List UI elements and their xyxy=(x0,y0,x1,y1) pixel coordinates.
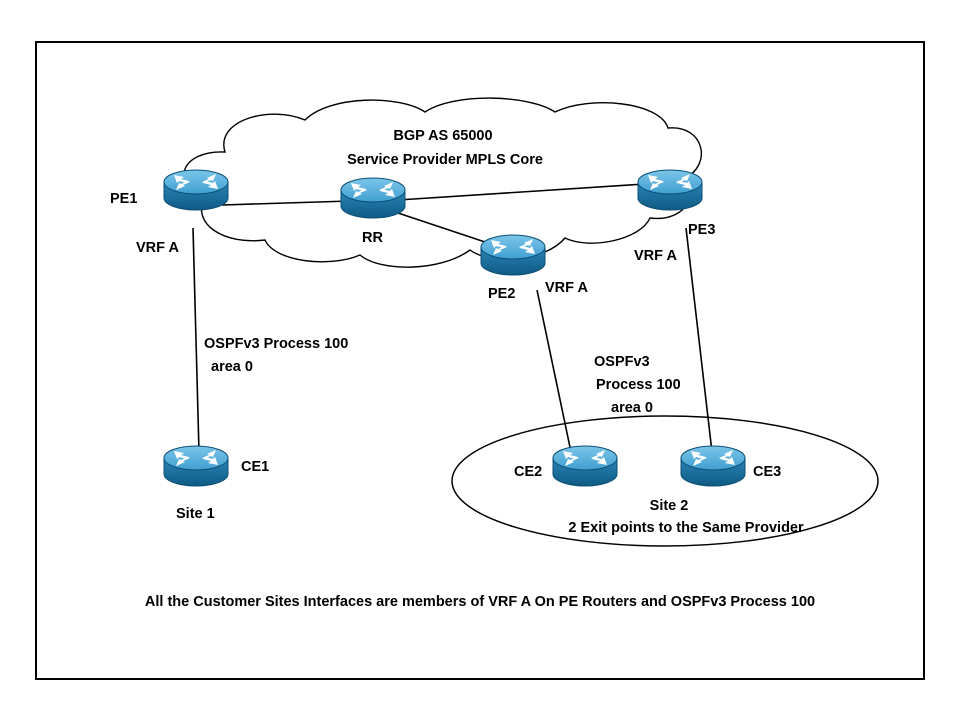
router-pe3[interactable] xyxy=(637,169,703,211)
footer-note: All the Customer Sites Interfaces are me… xyxy=(145,594,815,610)
link-rr-pe2 xyxy=(394,211,489,244)
label-site1: Site 1 xyxy=(176,506,215,522)
label-site2-line1: Site 2 xyxy=(650,498,689,514)
link-pe1-rr xyxy=(221,200,351,206)
router-ce1[interactable] xyxy=(163,445,229,487)
router-pe2[interactable] xyxy=(480,234,546,276)
label-ospf-site2-line3: area 0 xyxy=(611,400,653,416)
router-rr[interactable] xyxy=(340,177,406,219)
site2-boundary xyxy=(451,415,879,547)
diagram-border xyxy=(35,41,925,680)
label-vrf-pe3: VRF A xyxy=(634,248,677,264)
label-vrf-pe2: VRF A xyxy=(545,280,588,296)
links xyxy=(192,183,713,453)
label-vrf-pe1: VRF A xyxy=(136,240,179,256)
label-pe1: PE1 xyxy=(110,191,137,207)
label-ce1: CE1 xyxy=(241,459,269,475)
label-ospf-site1-line2: area 0 xyxy=(211,359,253,375)
link-rr-pe3 xyxy=(397,183,646,201)
mpls-core-cloud xyxy=(183,97,702,268)
cloud-subtitle: Service Provider MPLS Core xyxy=(347,152,543,168)
link-pe3-ce3 xyxy=(685,227,713,453)
label-ce2: CE2 xyxy=(514,464,542,480)
cloud-title: BGP AS 65000 xyxy=(393,128,492,144)
label-ospf-site2-line1: OSPFv3 xyxy=(594,354,650,370)
link-pe1-ce1 xyxy=(192,227,200,453)
link-pe2-ce2 xyxy=(536,289,572,453)
label-site2-line2: 2 Exit points to the Same Provider xyxy=(568,520,804,536)
label-ospf-site1-line1: OSPFv3 Process 100 xyxy=(204,336,348,352)
label-pe2: PE2 xyxy=(488,286,515,302)
label-rr: RR xyxy=(362,230,383,246)
label-pe3: PE3 xyxy=(688,222,715,238)
router-ce2[interactable] xyxy=(552,445,618,487)
router-pe1[interactable] xyxy=(163,169,229,211)
router-ce3[interactable] xyxy=(680,445,746,487)
label-ce3: CE3 xyxy=(753,464,781,480)
label-ospf-site2-line2: Process 100 xyxy=(596,377,681,393)
